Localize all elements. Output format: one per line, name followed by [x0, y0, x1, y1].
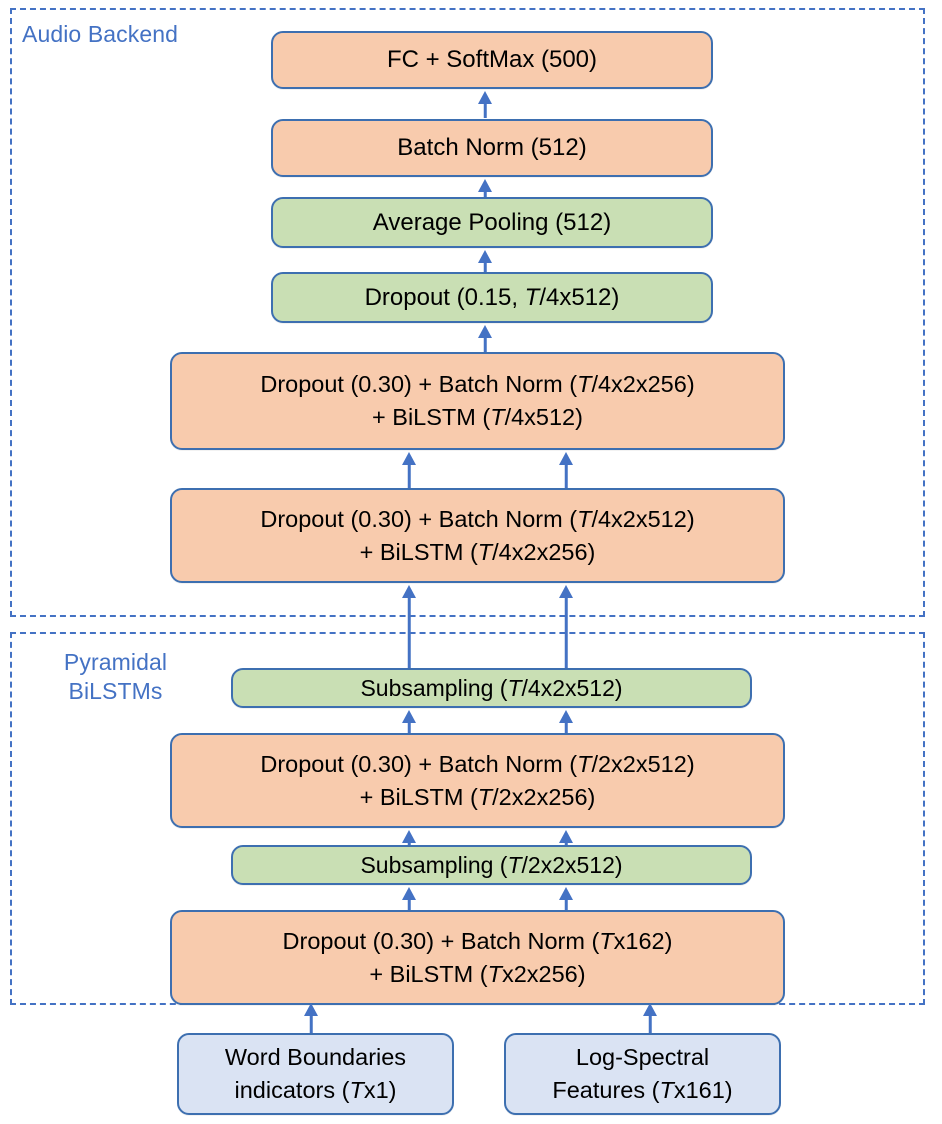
node-dropout-bn-bilstm-4[interactable]: Dropout (0.30) + Batch Norm (T/4x2x256)+… — [170, 352, 785, 450]
group-label-pyramidal-bilstms: Pyramidal BiLSTMs — [63, 649, 168, 704]
arrow-dropout015-to-avgpool — [477, 250, 493, 274]
arrow-log-spectral-to-bilstm1 — [642, 1003, 658, 1033]
arrow-word-boundaries-to-bilstm1 — [303, 1003, 319, 1033]
node-subsampling-4[interactable]: Subsampling (T/4x2x512) — [231, 668, 752, 708]
arrow-bilstm4-to-dropout015 — [477, 325, 493, 353]
arrow-bilstm2-to-subsampling4-left — [401, 710, 417, 738]
arrow-bilstm3-to-bilstm4-left — [401, 452, 417, 490]
arrow-bilstm2-to-subsampling4-right — [558, 710, 574, 738]
node-subsampling-4-label: Subsampling (T/4x2x512) — [360, 675, 623, 701]
arrow-bilstm3-to-bilstm4-right — [558, 452, 574, 490]
arrow-subsampling4-to-bilstm3-right — [558, 585, 574, 670]
group-frame-audio-backend — [10, 8, 925, 617]
node-dropout-bn-bilstm-4-label: Dropout (0.30) + Batch Norm (T/4x2x256)+… — [260, 371, 695, 430]
node-subsampling-2-label: Subsampling (T/2x2x512) — [360, 852, 623, 878]
node-dropout-bn-bilstm-3[interactable]: Dropout (0.30) + Batch Norm (T/4x2x512)+… — [170, 488, 785, 583]
node-average-pooling-512[interactable]: Average Pooling (512) — [271, 197, 713, 248]
group-label-audio-backend: Audio Backend — [22, 21, 179, 47]
node-dropout-bn-bilstm-2[interactable]: Dropout (0.30) + Batch Norm (T/2x2x512)+… — [170, 733, 785, 828]
node-batch-norm-512[interactable]: Batch Norm (512) — [271, 119, 713, 177]
node-dropout-bn-bilstm-3-label: Dropout (0.30) + Batch Norm (T/4x2x512)+… — [260, 505, 695, 565]
arrow-batchnorm-to-fc — [477, 91, 493, 118]
node-dropout-bn-bilstm-2-label: Dropout (0.30) + Batch Norm (T/2x2x512)+… — [260, 750, 695, 810]
node-dropout-bn-bilstm-1-label: Dropout (0.30) + Batch Norm (Tx162)+ BiL… — [282, 927, 673, 987]
node-dropout-015[interactable]: Dropout (0.15, T/4x512) — [271, 272, 713, 323]
node-dropout-bn-bilstm-1[interactable]: Dropout (0.30) + Batch Norm (Tx162)+ BiL… — [170, 910, 785, 1005]
node-subsampling-2[interactable]: Subsampling (T/2x2x512) — [231, 845, 752, 885]
arrow-subsampling4-to-bilstm3-left — [401, 585, 417, 670]
node-average-pooling-512-label: Average Pooling (512) — [372, 208, 612, 236]
node-fc-softmax-label: FC + SoftMax (500) — [386, 46, 598, 73]
node-batch-norm-512-label: Batch Norm (512) — [397, 134, 587, 161]
node-dropout-015-label: Dropout (0.15, T/4x512) — [364, 283, 620, 311]
arrow-bilstm1-to-subsampling2-right — [558, 887, 574, 915]
arrow-bilstm1-to-subsampling2-left — [401, 887, 417, 915]
node-fc-softmax[interactable]: FC + SoftMax (500) — [271, 31, 713, 89]
